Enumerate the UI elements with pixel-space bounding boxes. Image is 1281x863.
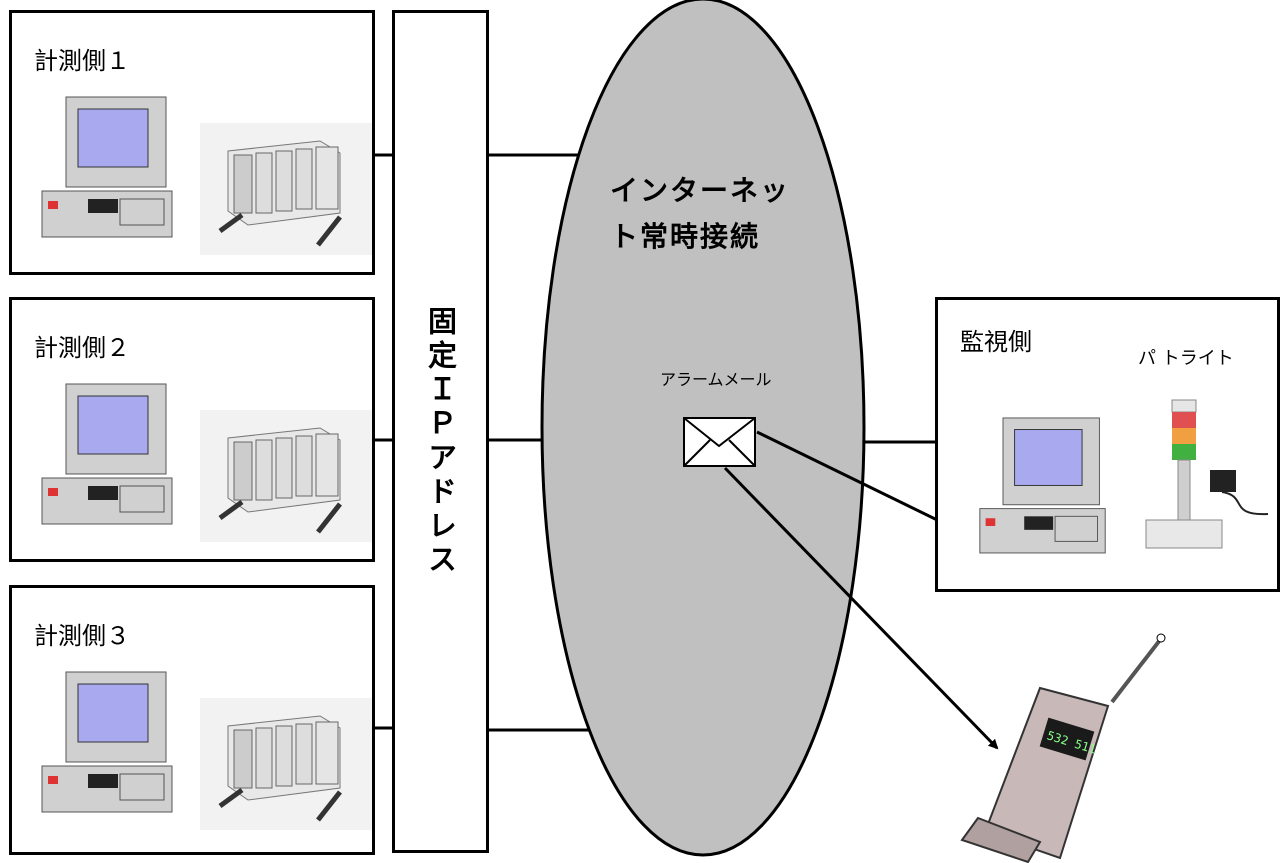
monitor-label: 監視側 [960, 328, 1032, 356]
computer-icon [41, 671, 173, 813]
patlite-icon [1145, 399, 1269, 549]
patlite-label: パ トライト [1138, 348, 1234, 369]
internet-label-line2: ト常時接続 [610, 220, 761, 253]
ip-address-label: 固定ＩＰアドレス [423, 306, 458, 578]
site-box-3: 計測側３ [9, 585, 375, 855]
plc-icon [200, 410, 372, 542]
computer-icon [979, 417, 1106, 554]
envelope-icon [683, 417, 756, 467]
internet-label: インターネッ ト常時接続 [610, 168, 790, 260]
site-box-1: 計測側１ [9, 10, 375, 275]
ip-address-label-wrap: 固定ＩＰアドレス [392, 0, 489, 863]
alarm-mail-label: アラームメール [660, 370, 772, 389]
ip-address-bar [392, 10, 489, 853]
plc-icon [200, 698, 372, 830]
computer-icon [41, 96, 173, 238]
arrow-to-phone [723, 466, 999, 750]
site-label: 計測側２ [34, 334, 130, 362]
mobile-phone-icon: 532 511 [960, 633, 1166, 863]
internet-label-line1: インターネッ [610, 174, 791, 207]
site-label: 計測側３ [34, 622, 130, 650]
arrow-to-monitor [756, 430, 972, 538]
site-box-2: 計測側２ [9, 297, 375, 562]
plc-icon [200, 123, 372, 255]
computer-icon [41, 383, 173, 525]
site-label: 計測側１ [34, 47, 130, 75]
monitor-box: 監視側 パ トライト [935, 297, 1280, 592]
